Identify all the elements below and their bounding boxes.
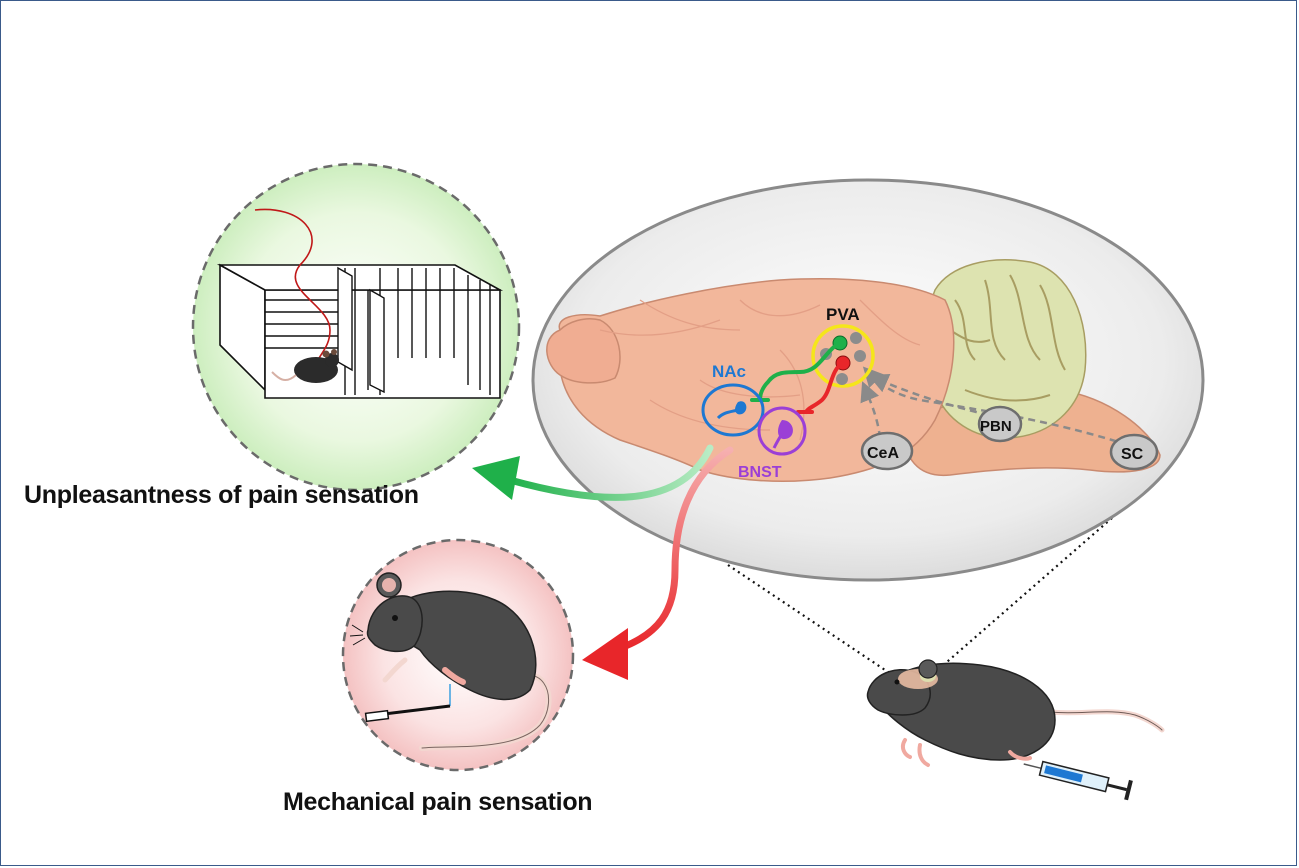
sc-label: SC [1121,446,1144,463]
unpleasantness-caption: Unpleasantness of pain sensation [24,481,419,509]
cea-nucleus [860,431,914,471]
cea-label: CeA [867,445,899,462]
bnst-nucleus [757,406,807,456]
pva-bnst-pathway [796,361,845,414]
von-frey-panel [341,538,575,772]
mouse-in-box [271,349,339,383]
green-output-arrow [472,444,714,501]
sc-nucleus [1109,433,1159,471]
red-output-arrow [582,446,734,680]
pva-label: PVA [826,305,860,324]
mechanical-caption: Mechanical pain sensation [283,788,593,816]
conditioned-place-aversion-panel [191,162,521,492]
nac-nucleus [701,383,765,437]
bnst-label: BNST [738,464,782,481]
mouse-with-brain-injection [866,659,1165,801]
zoom-lines [727,517,1113,681]
pbn-label: PBN [980,418,1012,435]
nac-label: NAc [712,362,746,381]
pbn-nucleus [977,405,1023,443]
